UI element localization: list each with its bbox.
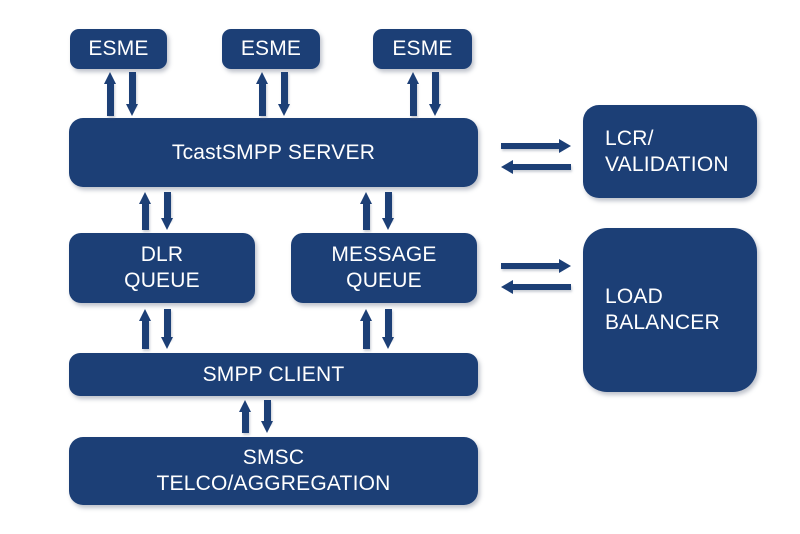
arrow-shaft — [432, 72, 439, 106]
arrow-left-queues-to-loadbalancer — [501, 280, 571, 294]
arrowhead-right-icon — [559, 139, 571, 153]
node-label-tcast-server: TcastSMPP SERVER — [171, 140, 376, 164]
node-label-message-queue: MESSAGE QUEUE — [331, 243, 437, 292]
arrow-shaft — [242, 410, 249, 433]
arrowhead-down-icon — [278, 104, 290, 116]
arrow-shaft — [501, 143, 561, 149]
arrow-shaft — [259, 82, 266, 116]
arrow-shaft — [511, 284, 571, 290]
arrowhead-down-icon — [126, 104, 138, 116]
arrowhead-up-icon — [139, 309, 151, 321]
arrowhead-up-icon — [360, 309, 372, 321]
arrow-left-server-to-lcr — [501, 160, 571, 174]
arrowhead-up-icon — [360, 192, 372, 204]
arrow-shaft — [164, 309, 171, 339]
arrowhead-down-icon — [429, 104, 441, 116]
arrowhead-down-icon — [382, 337, 394, 349]
arrow-shaft — [410, 82, 417, 116]
node-label-esme-3: ESME — [392, 37, 453, 61]
arrow-right-server-to-lcr — [501, 139, 571, 153]
arrowhead-down-icon — [161, 218, 173, 230]
arrowhead-up-icon — [407, 72, 419, 84]
arrow-shaft — [385, 192, 392, 220]
arrow-shaft — [511, 164, 571, 170]
node-load-balancer[interactable]: LOAD BALANCER — [583, 228, 757, 392]
node-tcast-server[interactable]: TcastSMPP SERVER — [69, 118, 478, 187]
node-message-queue[interactable]: MESSAGE QUEUE — [291, 233, 477, 303]
node-label-lcr-validation: LCR/ VALIDATION — [605, 126, 729, 176]
arrowhead-left-icon — [501, 280, 513, 294]
arrow-shaft — [107, 82, 114, 116]
arrowhead-right-icon — [559, 259, 571, 273]
arrow-shaft — [142, 319, 149, 349]
node-smsc-telco[interactable]: SMSC TELCO/AGGREGATION — [69, 437, 478, 505]
arrowhead-up-icon — [104, 72, 116, 84]
node-lcr-validation[interactable]: LCR/ VALIDATION — [583, 105, 757, 198]
arrowhead-down-icon — [161, 337, 173, 349]
node-label-esme-1: ESME — [88, 37, 149, 61]
node-label-smpp-client: SMPP CLIENT — [202, 362, 345, 386]
node-dlr-queue[interactable]: DLR QUEUE — [69, 233, 255, 303]
arrowhead-up-icon — [256, 72, 268, 84]
arrow-shaft — [129, 72, 136, 106]
node-esme-3[interactable]: ESME — [373, 29, 472, 69]
arrowhead-down-icon — [261, 421, 273, 433]
node-label-esme-2: ESME — [240, 37, 302, 61]
arrow-shaft — [501, 263, 561, 269]
arrowhead-up-icon — [239, 400, 251, 412]
node-label-load-balancer: LOAD BALANCER — [605, 285, 720, 334]
arrowhead-up-icon — [139, 192, 151, 204]
arrow-shaft — [281, 72, 288, 106]
arrowhead-down-icon — [382, 218, 394, 230]
arrow-shaft — [363, 202, 370, 230]
arrow-shaft — [363, 319, 370, 349]
node-label-dlr-queue: DLR QUEUE — [124, 243, 200, 292]
node-label-smsc-telco: SMSC TELCO/AGGREGATION — [156, 446, 391, 495]
node-smpp-client[interactable]: SMPP CLIENT — [69, 353, 478, 396]
node-esme-1[interactable]: ESME — [70, 29, 167, 69]
arrow-shaft — [164, 192, 171, 220]
arrow-shaft — [385, 309, 392, 339]
arrowhead-left-icon — [501, 160, 513, 174]
arrow-shaft — [142, 202, 149, 230]
arrow-shaft — [264, 400, 271, 423]
node-esme-2[interactable]: ESME — [222, 29, 320, 69]
arrow-right-queues-to-loadbalancer — [501, 259, 571, 273]
